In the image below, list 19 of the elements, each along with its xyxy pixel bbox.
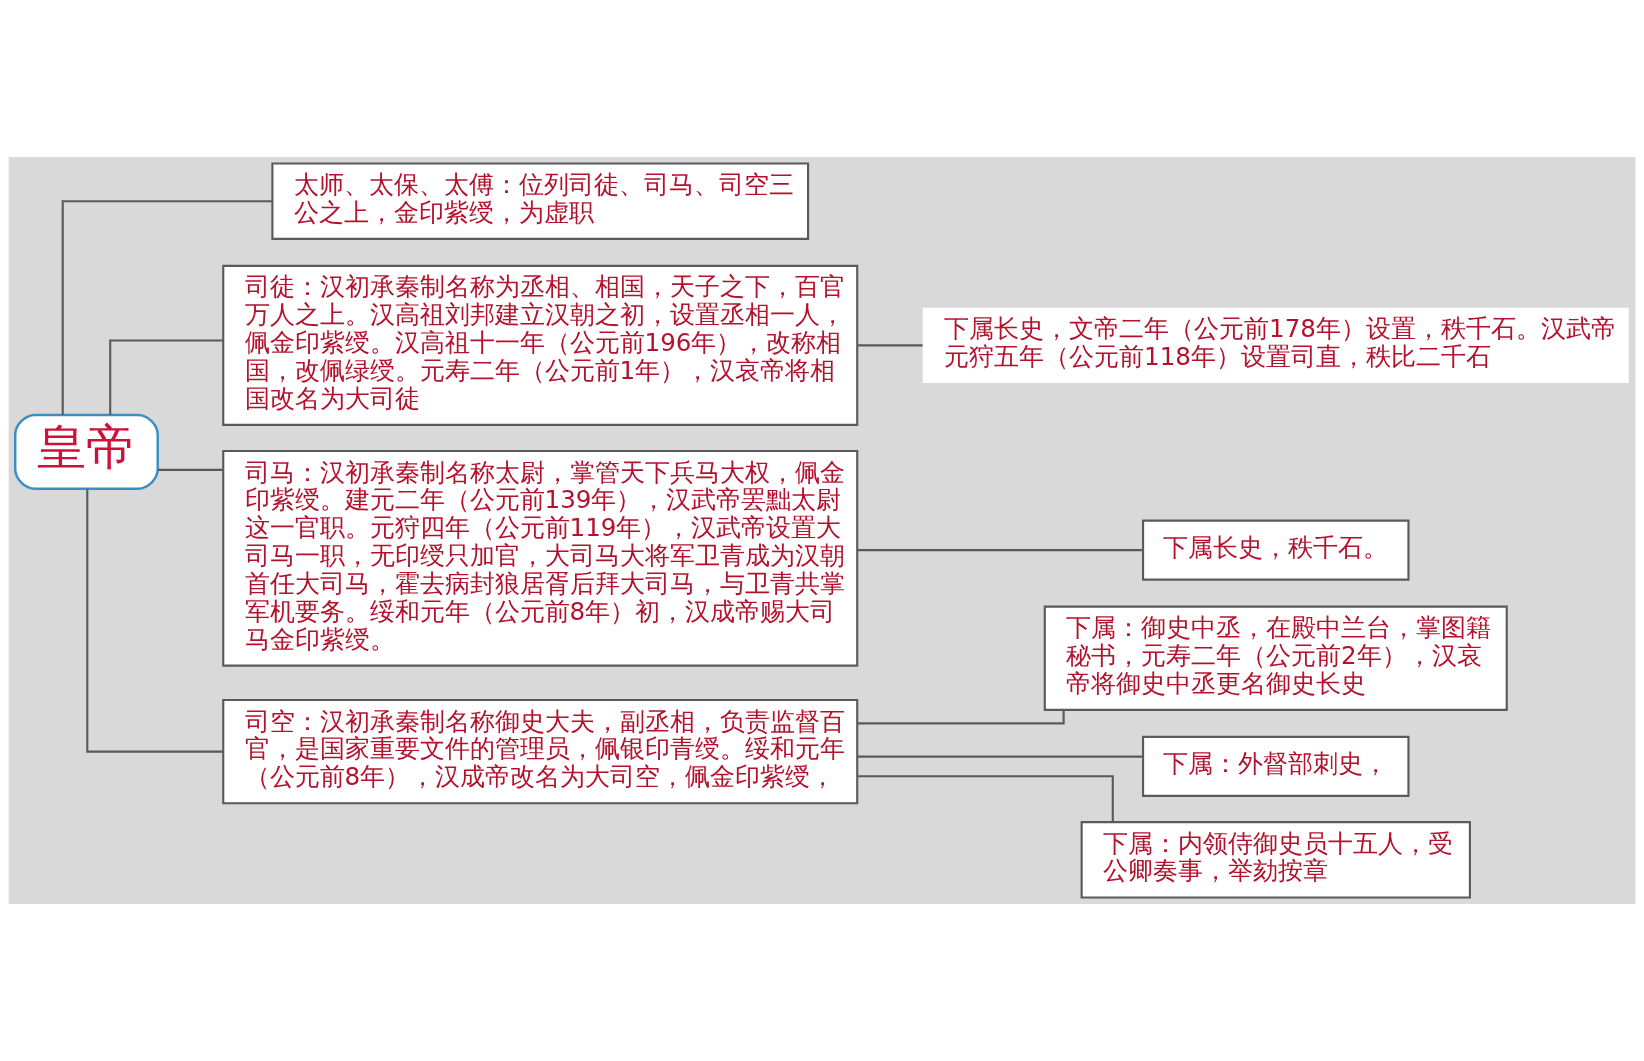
node-box: 下属：外督部刺史， [1142, 735, 1410, 797]
connector [857, 775, 1114, 822]
connector [857, 710, 1065, 725]
connector [157, 468, 223, 471]
node-box: 下属：内领侍御史员十五人，受公卿奏事，举劾按章 [1080, 821, 1471, 899]
connector [109, 339, 224, 415]
connector [61, 200, 273, 415]
node-box: 下属长史，文帝二年（公元前178年）设置，秩千石。汉武帝元狩五年（公元前118年）设置司直，秩比二千石 [922, 307, 1629, 384]
node-box: 下属长史，秩千石。 [1142, 519, 1410, 581]
connector [857, 344, 923, 347]
node-box: 太师、太保、太傅：位列司徒、司马、司空三公之上，金印紫绶，为虚职 [271, 162, 810, 240]
node-box: 皇帝 [14, 413, 159, 490]
connector [86, 489, 224, 753]
node-box: 下属：御史中丞，在殿中兰台，掌图籍秘书，元寿二年（公元前2年），汉哀帝将御史中丞更名御史长史 [1043, 605, 1508, 711]
connector [857, 549, 1143, 552]
connector [857, 755, 1143, 758]
node-box: 司马：汉初承秦制名称太尉，掌管天下兵马大权，佩金印紫绶。建元二年（公元前139年），汉武帝罢黜太尉这一官职。元狩四年（公元前119年），汉武帝设置大司马一职，无印绶只加官，大司马大将军卫青成为汉朝首任大司马，霍去病封狼居胥后拜大司马，与卫青共掌军机要务。绥和元年（公元前8年）初，汉成帝赐大司马金印紫绶。 [222, 450, 859, 667]
node-box: 司空：汉初承秦制名称御史大夫，副丞相，负责监督百官，是国家重要文件的管理员，佩银印青绶。绥和元年（公元前8年），汉成帝改名为大司空，佩金印紫绶， [222, 699, 859, 805]
node-box: 司徒：汉初承秦制名称为丞相、相国，天子之下，百官万人之上。汉高祖刘邦建立汉朝之初，设置丞相一人，佩金印紫绶。汉高祖十一年（公元前196年），改称相国，改佩绿绶。元寿二年（公元前1年），汉哀帝将相国改名为大司徒 [222, 264, 859, 426]
